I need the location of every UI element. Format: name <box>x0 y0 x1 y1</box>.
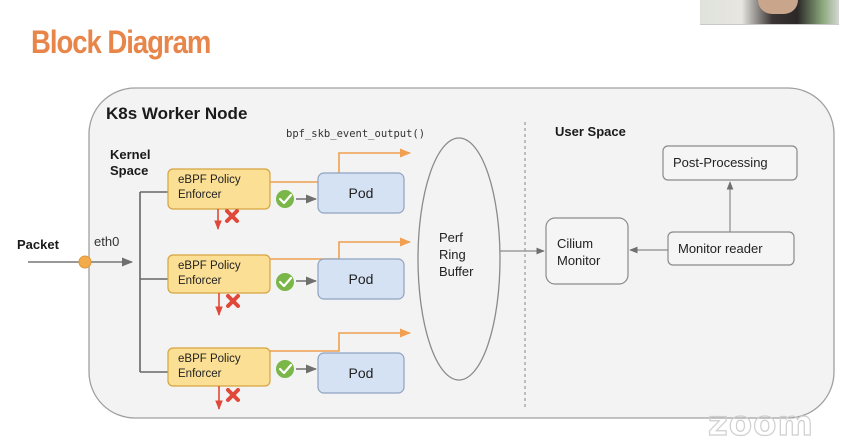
post-processing-label[interactable]: Post-Processing <box>673 155 768 170</box>
cilium-monitor-line-1: Cilium <box>557 236 594 251</box>
block-diagram <box>28 87 835 419</box>
enforcer-box-1 <box>167 168 271 210</box>
enforcer-2-label[interactable]: eBPF Policy Enforcer <box>178 259 241 289</box>
drop-x-icon-1 <box>225 209 239 223</box>
cilium-monitor-box <box>545 217 629 285</box>
participant-face <box>758 0 798 14</box>
allow-check-icon-3 <box>276 360 294 378</box>
allow-check-icon-2 <box>276 273 294 291</box>
pod-box-3 <box>317 352 405 394</box>
ring-buffer-line-1: Perf <box>439 230 463 245</box>
cilium-monitor-label[interactable]: Cilium Monitor <box>557 235 600 269</box>
pod-3-label[interactable]: Pod <box>348 365 374 381</box>
enforcer-2-line-1: eBPF Policy <box>178 260 241 272</box>
worker-node-frame <box>88 87 835 419</box>
monitor-reader-box <box>667 231 795 266</box>
webcam-thumbnail[interactable] <box>700 0 839 25</box>
user-space-label: User Space <box>555 124 626 139</box>
enforcer-1-line-1: eBPF Policy <box>178 174 241 186</box>
pod-box-2 <box>317 258 405 300</box>
enforcer-3-line-1: eBPF Policy <box>178 353 241 365</box>
kernel-space-line-1: Kernel <box>110 147 151 162</box>
eth0-interface-dot <box>78 255 92 269</box>
enforcer-1-label[interactable]: eBPF Policy Enforcer <box>178 173 241 203</box>
zoom-watermark: zoom <box>707 403 814 444</box>
kernel-space-line-2: Space <box>110 163 149 178</box>
ring-buffer-line-2: Ring <box>439 247 466 262</box>
event-arrow-2 <box>270 237 412 260</box>
enforcer-3-label[interactable]: eBPF Policy Enforcer <box>178 352 241 382</box>
post-processing-box <box>662 145 798 181</box>
allow-check-icon-1 <box>276 190 294 208</box>
eth0-label: eth0 <box>94 234 120 249</box>
cilium-monitor-line-2: Monitor <box>557 253 601 268</box>
pod-2-label[interactable]: Pod <box>348 271 374 287</box>
enforcer-2-line-2: Enforcer <box>178 275 222 287</box>
monitor-reader-label[interactable]: Monitor reader <box>678 241 763 256</box>
perf-ring-buffer-label[interactable]: Perf Ring Buffer <box>439 229 473 280</box>
event-arrow-1 <box>270 148 412 183</box>
ring-buffer-line-3: Buffer <box>439 264 474 279</box>
pod-box-1 <box>317 172 405 214</box>
enforcer-3-line-2: Enforcer <box>178 368 222 380</box>
bpf-function-label: bpf_skb_event_output() <box>286 128 426 140</box>
perf-ring-buffer-shape <box>417 137 501 381</box>
packet-label: Packet <box>17 237 59 252</box>
event-arrow-3 <box>270 328 412 352</box>
drop-x-icon-2 <box>226 294 240 308</box>
enforcer-1-line-2: Enforcer <box>178 189 222 201</box>
drop-x-icon-3 <box>226 388 240 402</box>
kernel-space-label: Kernel Space <box>110 147 150 179</box>
slide-title: Block Diagram <box>31 24 211 60</box>
worker-node-title: K8s Worker Node <box>106 104 248 123</box>
pod-1-label[interactable]: Pod <box>348 185 374 201</box>
